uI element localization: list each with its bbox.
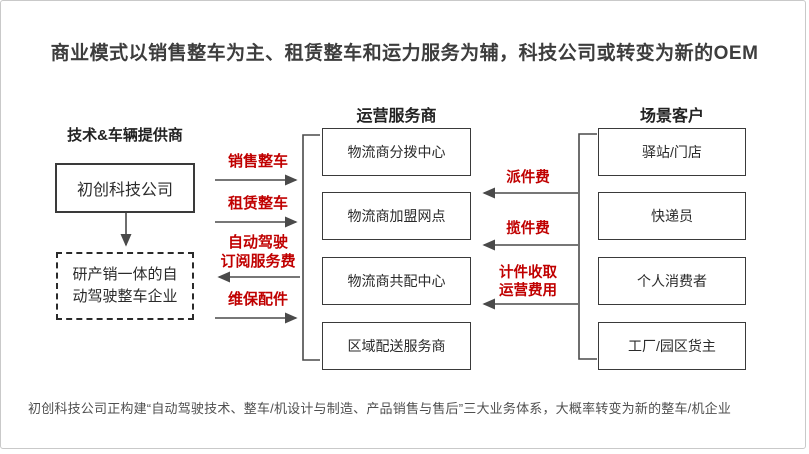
customer-box-courier-label: 快递员 <box>651 208 693 224</box>
flow-label-per-piece-fee-line1: 计件收取 <box>499 265 557 281</box>
operator-box-sorting-center-label: 物流商分拨中心 <box>347 144 446 160</box>
future-company-line2: 动驾驶整车企业 <box>72 288 178 305</box>
flow-label-lease-vehicle: 租赁整车 <box>227 195 288 212</box>
operator-box-shared-center: 物流商共配中心 <box>322 257 471 305</box>
customer-box-station-store-label: 驿站/门店 <box>642 144 702 160</box>
operator-box-shared-center-label: 物流商共配中心 <box>347 273 446 289</box>
operators-bracket <box>302 134 320 361</box>
flow-label-pickup-fee: 揽件费 <box>506 221 550 237</box>
customer-box-consumer: 个人消费者 <box>598 257 746 305</box>
customer-box-station-store: 驿站/门店 <box>598 128 746 176</box>
customer-box-factory-park: 工厂/园区货主 <box>598 322 746 370</box>
provider-column-header: 技术&车辆提供商 <box>67 127 183 144</box>
flow-label-subscription-fee: 自动驾驶 订阅服务费 <box>200 233 316 271</box>
company-box-label: 初创科技公司 <box>76 182 173 199</box>
operator-box-regional-delivery: 区域配送服务商 <box>322 322 471 370</box>
flow-label-subscription-fee-line2: 订阅服务费 <box>220 253 296 270</box>
future-company-line1: 研产销一体的自 <box>72 266 178 284</box>
operator-box-regional-delivery-label: 区域配送服务商 <box>347 338 446 354</box>
operator-box-franchise-outlet: 物流商加盟网点 <box>322 192 471 240</box>
customer-box-courier: 快递员 <box>598 192 746 240</box>
slide-title: 商业模式以销售整车为主、租赁整车和运力服务为辅，科技公司或转变为新的OEM <box>50 43 759 64</box>
operators-column-header: 运营服务商 <box>356 108 437 125</box>
flow-label-delivery-fee: 派件费 <box>506 170 550 186</box>
customer-box-consumer-label: 个人消费者 <box>637 273 707 289</box>
flow-label-per-piece-fee: 计件收取 运营费用 <box>478 264 578 300</box>
company-box: 初创科技公司 <box>55 163 195 213</box>
customers-column-header: 场景客户 <box>639 108 704 125</box>
operator-box-sorting-center: 物流商分拨中心 <box>322 128 471 176</box>
future-company-box: 研产销一体的自 动驾驶整车企业 <box>56 252 194 320</box>
flow-label-maintenance-parts: 维保配件 <box>227 291 288 308</box>
operator-box-franchise-outlet-label: 物流商加盟网点 <box>347 208 446 224</box>
flow-label-subscription-fee-line1: 自动驾驶 <box>227 234 288 251</box>
flow-label-sell-vehicle: 销售整车 <box>227 153 288 170</box>
customers-bracket <box>578 133 597 360</box>
customer-box-factory-park-label: 工厂/园区货主 <box>628 338 716 354</box>
footnote-caption: 初创科技公司正构建“自动驾驶技术、整车/机设计与制造、产品销售与售后”三大业务体… <box>28 401 732 416</box>
flow-label-per-piece-fee-line2: 运营费用 <box>499 283 557 299</box>
